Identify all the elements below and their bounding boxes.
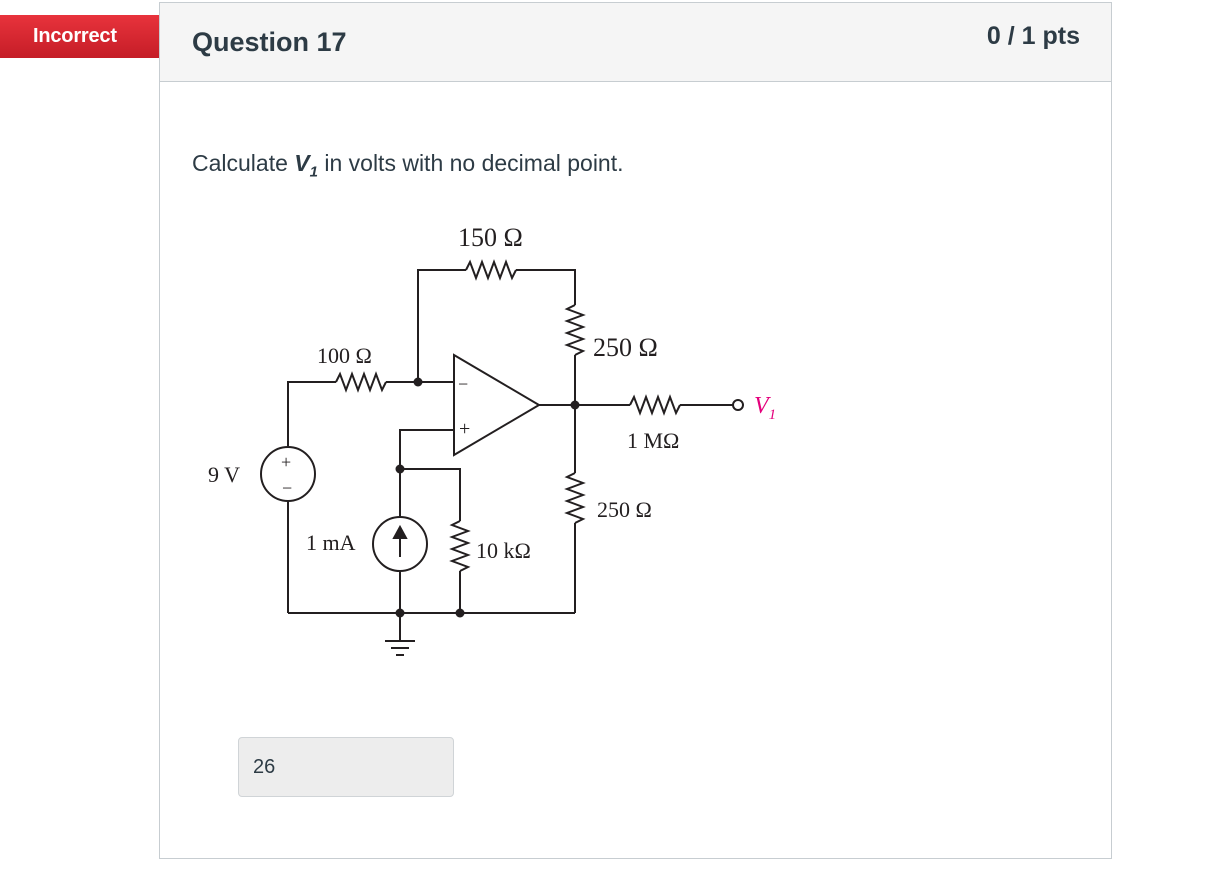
question-text-suffix: in volts with no decimal point. [317,150,624,176]
question-text: Calculate V1 in volts with no decimal po… [192,150,624,181]
label-r-top-divider: 250 Ω [593,333,658,362]
load-resistor [629,394,681,416]
question-header: Question 17 0 / 1 pts [160,3,1111,82]
label-current-source: 1 mA [306,530,356,555]
circuit-diagram: 150 Ω 250 Ω 100 Ω 1 MΩ 250 Ω 10 kΩ 9 V 1… [208,223,776,656]
label-r-load: 1 MΩ [627,428,679,453]
question-variable: V1 [294,150,318,181]
top-250-resistor [564,304,586,356]
flag-shape [0,15,186,58]
answer-field[interactable]: 26 [238,737,454,797]
feedback-wire [417,269,466,382]
noninverting-wire [399,429,454,469]
label-r-bottom-divider: 250 Ω [597,497,652,522]
opamp-minus-sign: − [458,374,468,394]
op-amp [453,353,541,457]
output-label: V1 [754,393,776,423]
source-plus-sign: + [281,452,291,472]
question-variable-subscript: 1 [309,163,318,181]
question-title: Question 17 [192,27,347,57]
shunt-resistor [449,520,471,572]
question-points: 0 / 1 pts [986,22,1080,50]
incorrect-label: Incorrect [33,25,117,47]
output-terminal [732,399,744,411]
feedback-resistor [465,259,517,281]
junction-dots [395,377,580,618]
label-r-shunt: 10 kΩ [476,538,531,563]
label-r-input: 100 Ω [317,343,372,368]
opamp-plus-sign: + [459,418,470,440]
question-card: Question 17 0 / 1 pts Calculate V1 in vo… [159,2,1112,859]
input-resistor [335,371,387,393]
incorrect-flag: Incorrect [0,15,186,58]
question-text-prefix: Calculate [192,150,295,176]
bottom-250-resistor [564,472,586,524]
feedback-wire-right [516,269,576,305]
label-r-feedback: 150 Ω [458,223,523,252]
label-voltage-source: 9 V [208,462,240,487]
source-minus-sign: − [282,478,292,498]
